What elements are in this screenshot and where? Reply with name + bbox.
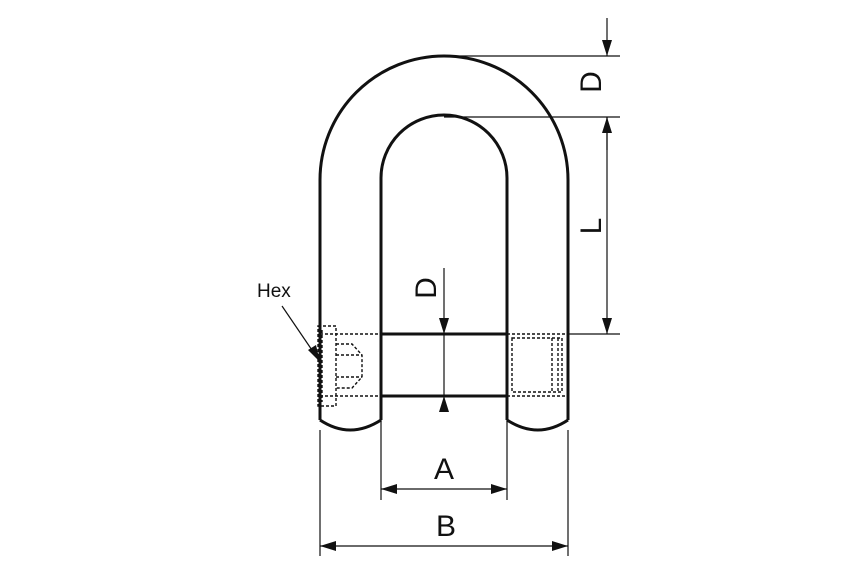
shackle-inner-outline: [379, 113, 509, 420]
pin-hidden-lines: [320, 333, 568, 397]
pin-diameter-dimension: [439, 268, 449, 412]
a-label: A: [434, 453, 454, 486]
right-leg-end: [506, 418, 569, 432]
hex-label: Hex: [257, 281, 291, 302]
l-label: L: [575, 218, 608, 235]
right-dimension-lines: [444, 18, 620, 335]
d-top-label: D: [575, 71, 608, 93]
hex-socket-icon: [317, 325, 363, 407]
left-leg-end: [319, 418, 382, 432]
bottom-dimension-lines: [319, 420, 569, 556]
hex-callout-leader: [281, 305, 320, 362]
b-label: B: [436, 510, 456, 543]
d-pin-label: D: [410, 277, 443, 299]
